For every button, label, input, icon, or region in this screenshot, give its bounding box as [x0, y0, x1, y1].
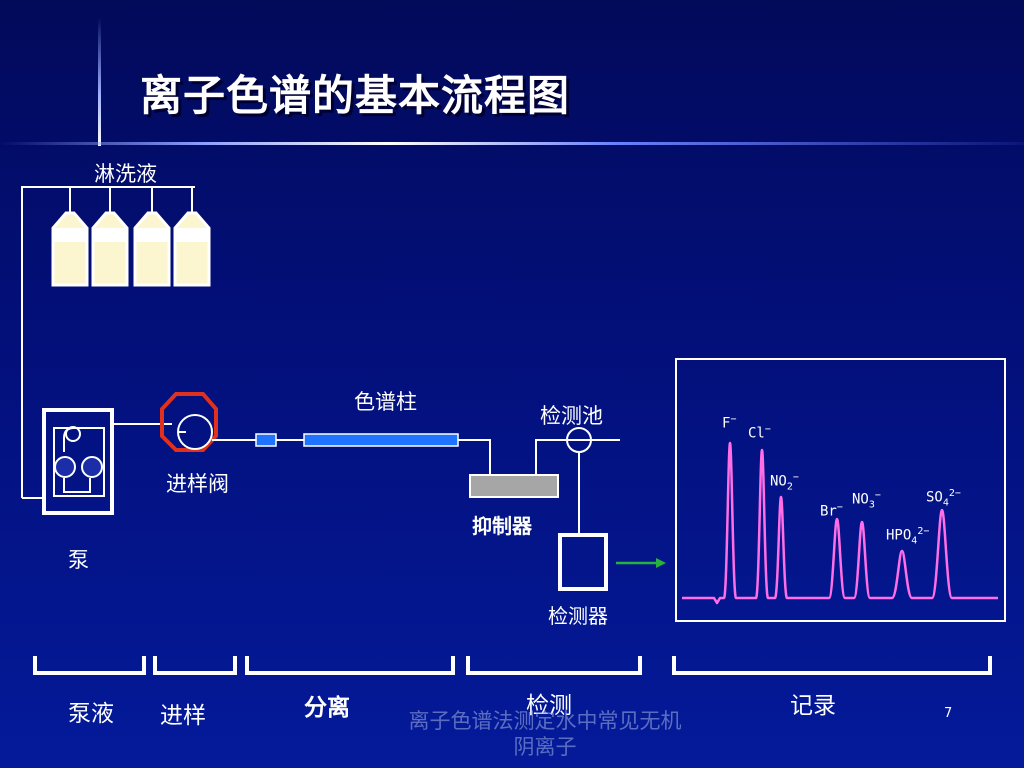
- stage-label-injection: 进样: [160, 703, 206, 729]
- guard-column: [255, 433, 277, 447]
- eluent-bottles: [51, 211, 211, 287]
- arrow-icon: [616, 558, 666, 568]
- pump-label: 泵: [68, 548, 89, 572]
- page-number: 7: [944, 706, 953, 721]
- peak-label-3: Br−: [820, 502, 843, 520]
- stage-label-separation: 分离: [304, 695, 350, 721]
- eluent-lines: [21, 186, 195, 499]
- peak-label-1: Cl−: [748, 424, 771, 442]
- detection-cell-icon: [566, 427, 592, 453]
- chromatography-column: [303, 433, 459, 447]
- title-accent-horizontal: [0, 142, 1024, 145]
- footnote: 离子色谱法测定水中常见无机阴离子: [408, 709, 682, 759]
- stage-label-pump: 泵液: [68, 701, 114, 727]
- chromatogram-trace: [682, 441, 998, 605]
- column-label: 色谱柱: [354, 390, 417, 414]
- suppressor-label: 抑制器: [472, 514, 532, 538]
- stage-brackets: [33, 656, 992, 675]
- pump-icon: [42, 408, 114, 515]
- peak-label-5: HPO42−: [886, 526, 930, 547]
- eluent-label: 淋洗液: [94, 162, 157, 186]
- suppressor-icon: [469, 474, 559, 498]
- injection-valve-label: 进样阀: [166, 472, 229, 496]
- detector-label: 检测器: [548, 604, 608, 628]
- eluent-bottle-tops: [53, 228, 209, 242]
- detector-icon: [558, 533, 608, 591]
- injection-valve-icon: [160, 392, 218, 452]
- detection-cell-label: 检测池: [540, 404, 603, 428]
- stage-label-record: 记录: [790, 693, 836, 719]
- slide-title: 离子色谱的基本流程图: [140, 71, 571, 120]
- peak-label-4: NO3−: [852, 490, 881, 511]
- chromatogram-frame: [675, 358, 1006, 622]
- title-accent-vertical: [98, 18, 101, 146]
- stage-label-detection: 检测: [526, 693, 572, 719]
- peak-label-6: SO42−: [926, 488, 961, 509]
- peak-label-0: F−: [722, 414, 737, 432]
- peak-label-2: NO2−: [770, 472, 799, 493]
